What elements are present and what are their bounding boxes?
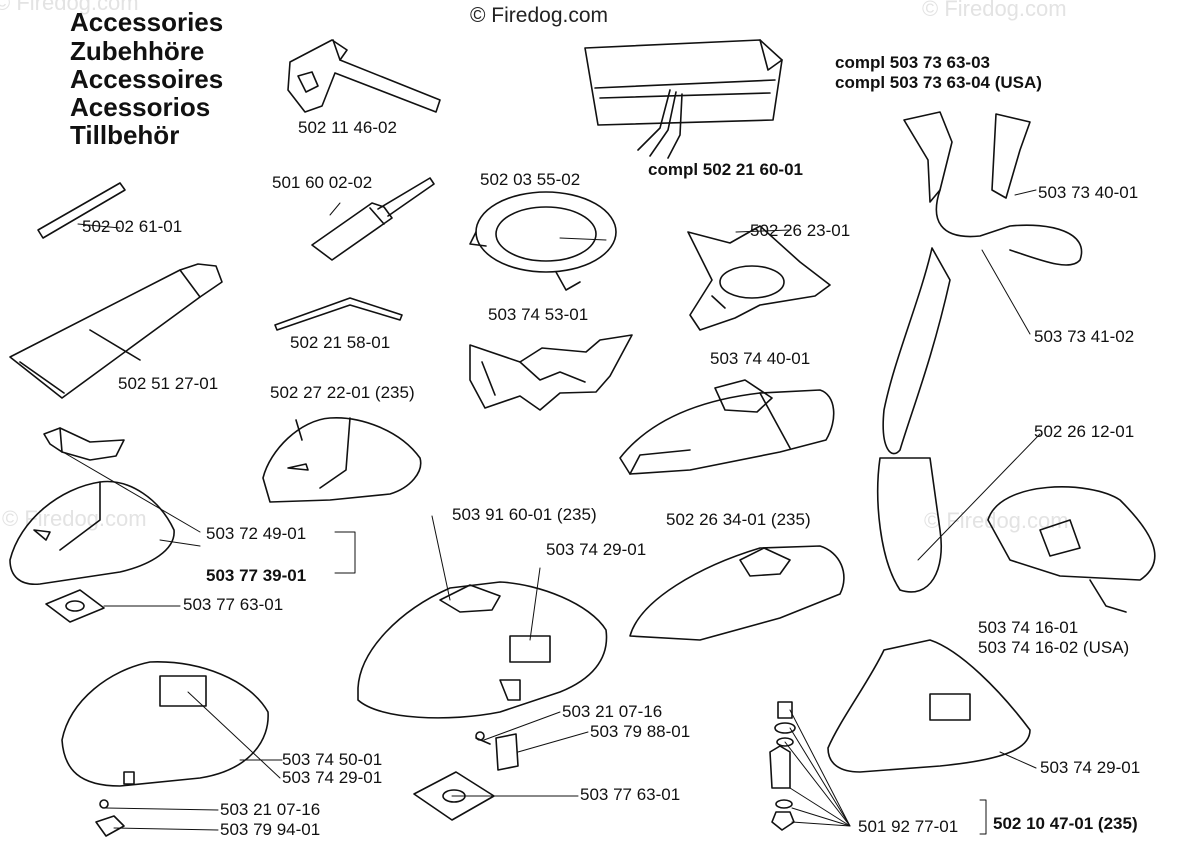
guard-ring-part — [469, 191, 617, 291]
label-guard-skirt: 503 74 53-01 — [488, 305, 589, 324]
label-guard-c: 503 91 60-01 (235) — [452, 505, 597, 524]
watermark: © Firedog.com — [0, 0, 139, 15]
label-guard-d: 502 26 34-01 (235) — [666, 510, 811, 529]
leader-lines — [55, 189, 1041, 835]
label-bracket-b: 503 79 88-01 — [590, 722, 691, 741]
pad-belt-part — [987, 486, 1156, 613]
title-accessoires: Accessoires — [70, 64, 224, 94]
label-screwdriver: 501 60 02-02 — [272, 173, 373, 192]
label-scrench: 502 11 46-02 — [298, 118, 397, 137]
label-harness-strap: 503 73 41-02 — [1034, 327, 1135, 346]
guard-f-part — [827, 639, 1031, 773]
label-grease-tube: 502 51 27-01 — [118, 374, 219, 393]
label-harness-pad: 502 26 12-01 — [1034, 422, 1135, 441]
label-screw-b: 503 21 07-16 — [220, 800, 321, 819]
support-cup-part — [687, 225, 831, 331]
label-harness-compl-2: compl 503 73 63-04 (USA) — [835, 73, 1042, 92]
guard-d-part — [629, 545, 845, 641]
bracket-a-part — [43, 427, 125, 461]
label-pad-belt-usa: 503 74 16-02 (USA) — [978, 638, 1130, 657]
guard-c-part — [357, 581, 608, 719]
watermark: © Firedog.com — [922, 0, 1067, 21]
label-guard-b: 502 27 22-01 (235) — [270, 383, 415, 402]
label-harness-compl-1: compl 503 73 63-03 — [835, 53, 990, 72]
label-screw-a: 503 21 07-16 — [562, 702, 663, 721]
fasteners-part — [769, 701, 796, 831]
clip-part — [95, 799, 125, 837]
label-allen-key: 502 21 58-01 — [290, 333, 391, 352]
label-clip: 503 79 94-01 — [220, 820, 321, 839]
label-guard-e: 503 74 50-01 — [282, 750, 383, 769]
label-guard-decal-b: 503 74 29-01 — [282, 768, 383, 787]
title-accessories: Accessories — [70, 7, 224, 37]
screwdriver-part — [311, 177, 435, 261]
label-plate-a: 503 77 63-01 — [183, 595, 284, 614]
guard-skirt-part — [469, 334, 633, 411]
label-guard-a: 503 74 40-01 — [710, 349, 811, 368]
label-support-cup: 502 26 23-01 — [750, 221, 851, 240]
label-plate-b: 503 77 63-01 — [580, 785, 681, 804]
label-guard-decal-a: 503 74 29-01 — [546, 540, 647, 559]
title-tillbehor: Tillbehör — [70, 120, 180, 150]
label-kit-a: 503 77 39-01 — [206, 566, 307, 585]
label-harness-set: compl 502 21 60-01 — [648, 160, 803, 179]
label-rod: 502 02 61-01 — [82, 217, 183, 236]
title-zubehhore: Zubehhöre — [70, 36, 205, 66]
guard-b-part — [262, 417, 422, 503]
rod-part — [37, 182, 126, 239]
guard-e-part — [61, 661, 269, 787]
allen-key-part — [274, 297, 403, 331]
label-kit-b: 502 10 47-01 (235) — [993, 814, 1138, 833]
bracket-b-part — [475, 731, 519, 771]
harness-set-part — [584, 39, 783, 159]
kit-a-guard-part — [9, 480, 175, 585]
label-harness-hook: 503 73 40-01 — [1038, 183, 1139, 202]
label-guard-ring: 502 03 55-02 — [480, 170, 581, 189]
label-fasteners: 501 92 77-01 — [858, 817, 959, 836]
label-guard-decal-c: 503 74 29-01 — [1040, 758, 1141, 777]
harness-part — [876, 111, 1083, 593]
title-acessorios: Acessorios — [70, 92, 211, 122]
label-pad-belt: 503 74 16-01 — [978, 618, 1079, 637]
grease-tube-part — [9, 263, 223, 399]
scrench-part — [287, 39, 441, 113]
guard-a-part — [619, 379, 835, 475]
copyright-label: © Firedog.com — [470, 4, 609, 27]
plate-a-part — [45, 589, 105, 623]
label-bracket-a: 503 72 49-01 — [206, 524, 307, 543]
